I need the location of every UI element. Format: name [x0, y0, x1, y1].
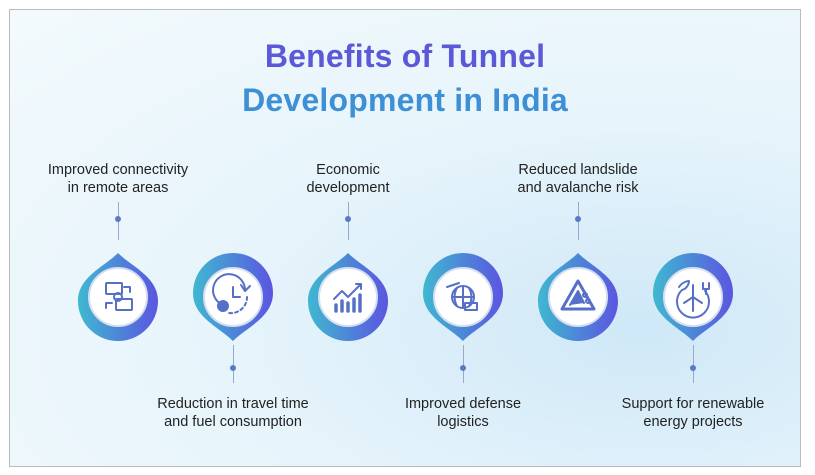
benefit-badge: [187, 251, 279, 343]
benefit-label-line: energy projects: [643, 414, 743, 430]
globe-plane-truck-icon: [446, 282, 478, 311]
benefit-badge: [302, 251, 394, 343]
benefit-label-line: and avalanche risk: [517, 180, 639, 196]
benefit-label-line: Improved connectivity: [47, 162, 189, 178]
benefit-label: Reduced landslide and avalanche risk: [468, 161, 688, 197]
clock-reduction-icon: [212, 273, 251, 315]
benefit-label-line: and fuel consumption: [164, 414, 302, 430]
benefit-label-line: in remote areas: [67, 180, 169, 196]
connector-line: [233, 345, 234, 383]
benefit-label-line: Reduced landslide: [518, 162, 638, 178]
benefit-label: Improved defense logistics: [353, 395, 573, 431]
benefit-label-line: logistics: [437, 414, 489, 430]
benefit-badge: [417, 251, 509, 343]
benefit-label-line: Reduction in travel time: [157, 396, 309, 412]
connector-dot: [460, 365, 466, 371]
growth-chart-icon: [333, 283, 362, 313]
benefit-label-line: Improved defense: [404, 396, 522, 412]
benefit-label: Support for renewable energy projects: [583, 395, 800, 431]
connector-line: [693, 345, 694, 383]
title-line-1: Benefits of Tunnel: [264, 38, 546, 74]
connector-line: [463, 345, 464, 383]
connector-dot: [575, 216, 581, 222]
landslide-warning-icon: [560, 279, 596, 311]
benefit-badge: [72, 251, 164, 343]
connector-dot: [690, 365, 696, 371]
infographic: Benefits of Tunnel Development in India …: [9, 9, 801, 467]
benefit-label: Economic development: [238, 161, 458, 197]
benefit-label: Reduction in travel time and fuel consump…: [123, 395, 343, 431]
connector-dot: [230, 365, 236, 371]
benefit-badge: [532, 251, 624, 343]
benefit-label: Improved connectivity in remote areas: [10, 161, 228, 197]
connector-dot: [345, 216, 351, 222]
title-line-2: Development in India: [242, 82, 568, 118]
wind-energy-icon: [676, 280, 710, 319]
benefit-label-line: Economic: [316, 162, 380, 178]
benefit-badge: [647, 251, 739, 343]
benefit-label-line: Support for renewable: [621, 396, 765, 412]
connector-dot: [115, 216, 121, 222]
benefit-label-line: development: [306, 180, 390, 196]
network-computers-icon: [105, 282, 133, 311]
